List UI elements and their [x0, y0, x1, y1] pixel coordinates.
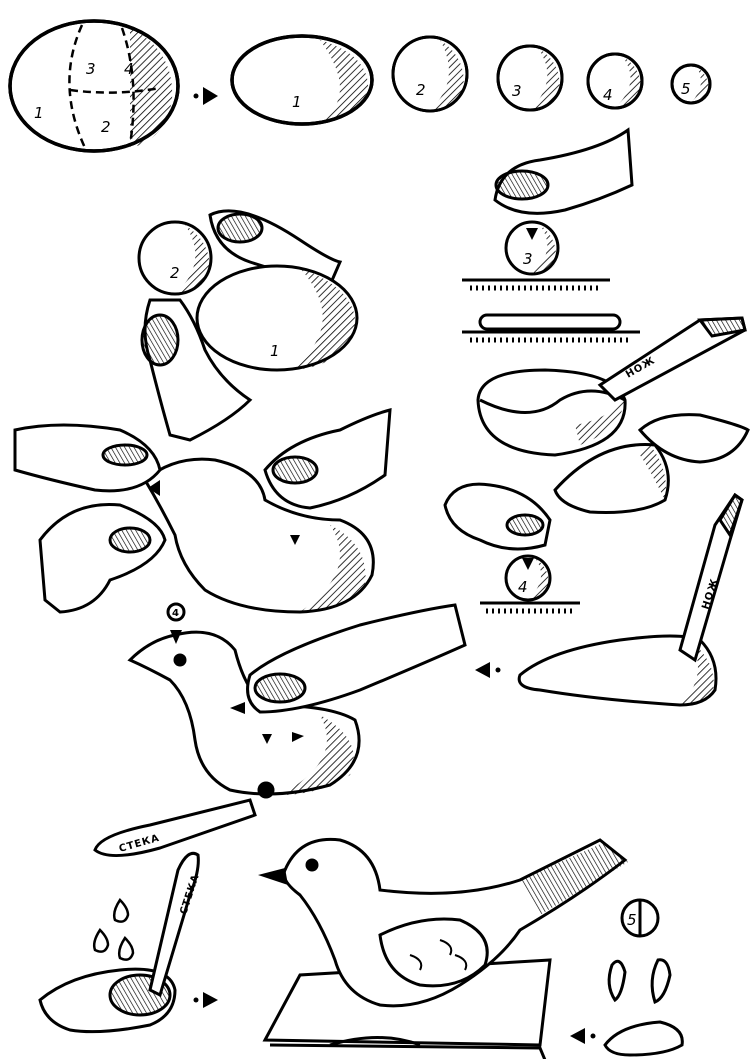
arrow-right-icon-2: [194, 992, 219, 1008]
part-label-2: 2: [101, 118, 111, 136]
piece-5-ball: [672, 65, 710, 103]
piece-label-4: 4: [603, 86, 613, 104]
press-ball-label: 3: [523, 250, 533, 268]
shaping-body-hands: [15, 410, 390, 612]
piece-1-ball: [232, 36, 372, 124]
paint-drops: [94, 900, 133, 960]
finger-pressing-ball-4: [445, 484, 580, 611]
head-marker-label: 4: [172, 608, 180, 619]
arrow-right-icon: [194, 87, 219, 105]
hand-label-large: 1: [270, 342, 280, 360]
piece-4-ball: [588, 54, 642, 108]
knife-icon: [600, 318, 745, 400]
arrow-left-icon-2: [570, 1028, 596, 1044]
piece-3-ball: [498, 46, 562, 110]
wing-pieces: [609, 960, 670, 1002]
piece-2-ball: [393, 37, 467, 111]
part-label-3: 3: [86, 60, 96, 78]
piece-label-2: 2: [416, 81, 426, 99]
piece-label-1: 1: [292, 93, 302, 111]
divided-ball: [10, 21, 178, 151]
arrow-left-icon: [475, 662, 501, 678]
ball-4-label: 4: [518, 578, 528, 596]
finished-bird: [258, 839, 628, 1059]
finger-pressing-ball: [462, 130, 632, 288]
bird-body-forming: [130, 604, 465, 797]
piece-label-3: 3: [512, 82, 522, 100]
part-label-1: 1: [34, 104, 44, 122]
piece-label-5: 5: [681, 80, 691, 98]
beak-piece: [605, 1022, 682, 1055]
part-label-4: 4: [124, 60, 134, 78]
hand-joining-balls: [139, 211, 357, 440]
rolled-slab: [462, 315, 640, 340]
part-5-label: 5: [627, 911, 637, 929]
hand-label-small: 2: [170, 264, 180, 282]
